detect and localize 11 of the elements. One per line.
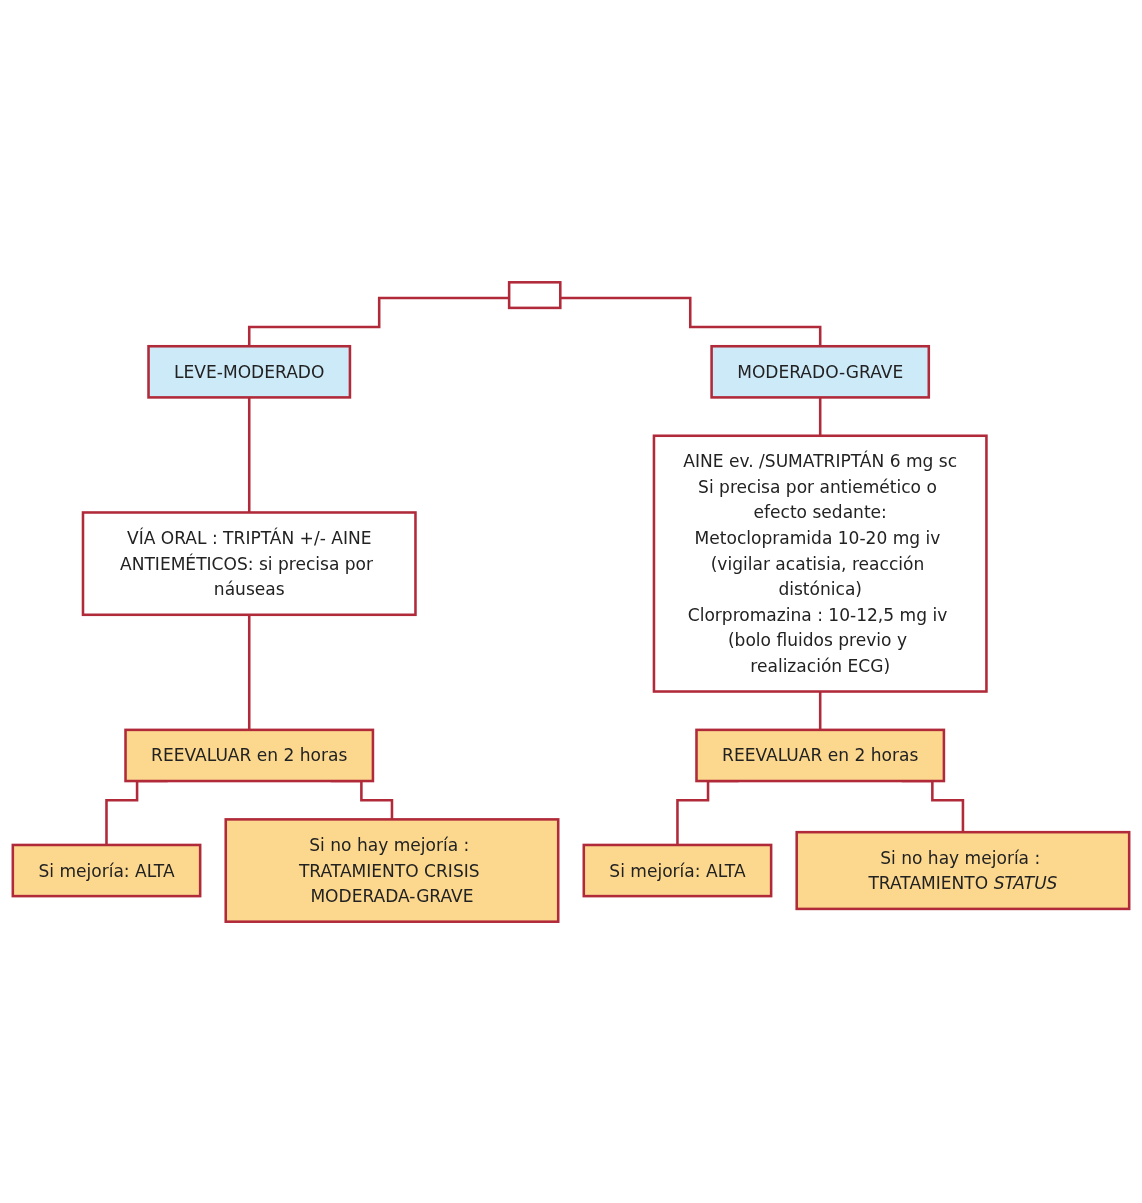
node-box: REEVALUAR en 2 horas bbox=[124, 728, 375, 782]
node-box bbox=[507, 280, 562, 309]
node-box: LEVE-MODERADO bbox=[147, 344, 352, 399]
node-box: Si no hay mejoría : TRATAMIENTO STATUS bbox=[795, 830, 1131, 910]
node-box: MODERADO-GRAVE bbox=[710, 344, 931, 399]
node-box: Si no hay mejoría : TRATAMIENTO CRISIS MODERADA-GRAVE bbox=[224, 817, 560, 923]
node-box: VÍA ORAL : TRIPTÁN +/- AINE ANTIEMÉTICOS: si precisa por náuseas bbox=[81, 510, 417, 616]
node-box: Si mejoría: ALTA bbox=[11, 843, 202, 897]
node-box: AINE ev. /SUMATRIPTÁN 6 mg sc Si precisa por antiemético o efecto sedante: Metoclopramida 10-20 mg iv (vigilar acatisia, reacción distónica) Clorpromazina : 10-12,5 mg iv (bolo fluidos previo y realización ECG) bbox=[652, 434, 988, 693]
node-box: Si mejoría: ALTA bbox=[582, 843, 773, 897]
node-box: REEVALUAR en 2 horas bbox=[695, 728, 946, 782]
